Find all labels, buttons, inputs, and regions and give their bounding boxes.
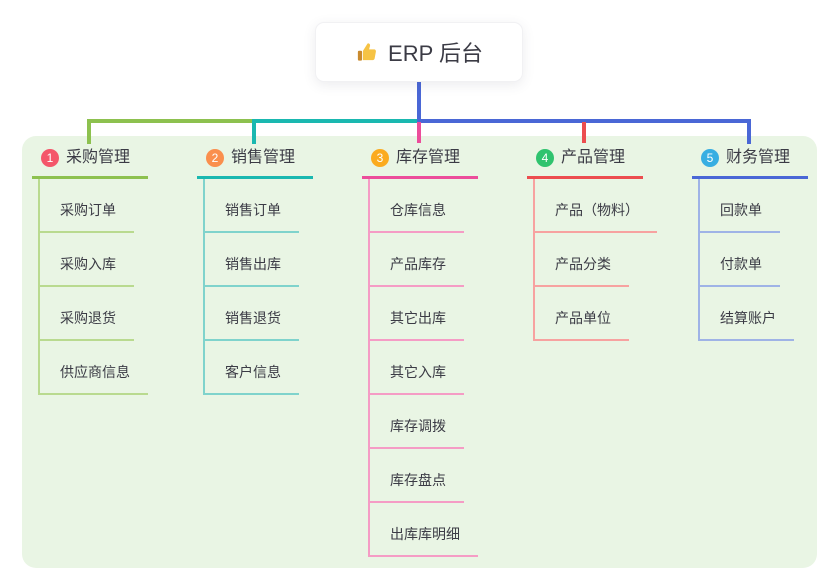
branch-number-badge: 4 xyxy=(536,149,554,167)
connector-drop-finance xyxy=(747,119,751,144)
connector-drop-sales xyxy=(252,119,256,144)
child-node[interactable]: 采购退货 xyxy=(40,287,148,341)
child-node[interactable]: 销售出库 xyxy=(205,233,313,287)
child-node[interactable]: 产品库存 xyxy=(370,233,478,287)
branch-purchase-children: 采购订单 采购入库 采购退货 供应商信息 xyxy=(38,179,148,395)
child-node[interactable]: 采购订单 xyxy=(40,179,148,233)
child-node-label: 产品（物料） xyxy=(535,200,657,233)
branch-finance-children: 回款单 付款单 结算账户 xyxy=(698,179,808,341)
connector-drop-purchase xyxy=(87,119,91,144)
branch-purchase-header[interactable]: 1 采购管理 xyxy=(32,147,148,179)
child-node-label: 产品单位 xyxy=(535,308,629,341)
branches-panel xyxy=(22,136,817,568)
child-node[interactable]: 产品分类 xyxy=(535,233,643,287)
branch-finance-header[interactable]: 5 财务管理 xyxy=(692,147,808,179)
child-node[interactable]: 其它入库 xyxy=(370,341,478,395)
child-node-label: 销售订单 xyxy=(205,200,299,233)
child-node-label: 采购订单 xyxy=(40,200,134,233)
root-node[interactable]: ERP 后台 xyxy=(315,22,523,82)
branch-label: 采购管理 xyxy=(66,149,131,166)
branch-number-badge: 1 xyxy=(41,149,59,167)
branch-label: 产品管理 xyxy=(561,149,626,166)
child-node-label: 库存盘点 xyxy=(370,470,464,503)
child-node-label: 库存调拨 xyxy=(370,416,464,449)
child-node-label: 其它出库 xyxy=(370,308,464,341)
child-node-label: 产品分类 xyxy=(535,254,629,287)
child-node-label: 出库库明细 xyxy=(370,524,478,557)
connector-bus-green xyxy=(87,119,252,123)
child-node[interactable]: 库存调拨 xyxy=(370,395,478,449)
child-node-label: 销售退货 xyxy=(205,308,299,341)
branch-label: 财务管理 xyxy=(726,149,791,166)
branch-inventory-children: 仓库信息 产品库存 其它出库 其它入库 库存调拨 库存盘点 出库库明细 xyxy=(368,179,478,557)
branch-product-children: 产品（物料） 产品分类 产品单位 xyxy=(533,179,657,341)
child-node-label: 供应商信息 xyxy=(40,362,148,395)
child-node-label: 结算账户 xyxy=(700,308,794,341)
branch-product-header[interactable]: 4 产品管理 xyxy=(527,147,643,179)
child-node-label: 销售出库 xyxy=(205,254,299,287)
child-node[interactable]: 采购入库 xyxy=(40,233,148,287)
child-node-label: 仓库信息 xyxy=(370,200,464,233)
child-node[interactable]: 付款单 xyxy=(700,233,808,287)
child-node[interactable]: 结算账户 xyxy=(700,287,808,341)
branch-number-badge: 3 xyxy=(371,149,389,167)
root-node-label: ERP 后台 xyxy=(388,41,483,66)
child-node-label: 采购入库 xyxy=(40,254,134,287)
child-node[interactable]: 销售退货 xyxy=(205,287,313,341)
child-node[interactable]: 销售订单 xyxy=(205,179,313,233)
branch-finance: 5 财务管理 回款单 付款单 结算账户 xyxy=(692,147,808,341)
child-node-label: 客户信息 xyxy=(205,362,299,395)
connector-drop-inventory xyxy=(417,122,421,143)
branch-label: 库存管理 xyxy=(396,149,461,166)
child-node-label: 付款单 xyxy=(700,254,780,287)
child-node[interactable]: 库存盘点 xyxy=(370,449,478,503)
branch-sales: 2 销售管理 销售订单 销售出库 销售退货 客户信息 xyxy=(197,147,313,395)
child-node[interactable]: 出库库明细 xyxy=(370,503,478,557)
branch-label: 销售管理 xyxy=(231,149,296,166)
child-node-label: 回款单 xyxy=(700,200,780,233)
child-node[interactable]: 其它出库 xyxy=(370,287,478,341)
child-node-label: 其它入库 xyxy=(370,362,464,395)
connector-root-vertical xyxy=(417,81,421,119)
child-node-label: 产品库存 xyxy=(370,254,464,287)
connector-bus-teal xyxy=(252,119,417,123)
connector-drop-product xyxy=(582,122,586,143)
branch-purchase: 1 采购管理 采购订单 采购入库 采购退货 供应商信息 xyxy=(32,147,148,395)
child-node[interactable]: 供应商信息 xyxy=(40,341,148,395)
child-node[interactable]: 产品（物料） xyxy=(535,179,657,233)
branch-number-badge: 5 xyxy=(701,149,719,167)
branch-product: 4 产品管理 产品（物料） 产品分类 产品单位 xyxy=(527,147,657,341)
branch-sales-header[interactable]: 2 销售管理 xyxy=(197,147,313,179)
child-node[interactable]: 产品单位 xyxy=(535,287,643,341)
branch-sales-children: 销售订单 销售出库 销售退货 客户信息 xyxy=(203,179,313,395)
branch-inventory: 3 库存管理 仓库信息 产品库存 其它出库 其它入库 库存调拨 库存盘点 出库库… xyxy=(362,147,478,557)
branch-inventory-header[interactable]: 3 库存管理 xyxy=(362,147,478,179)
child-node[interactable]: 客户信息 xyxy=(205,341,313,395)
child-node-label: 采购退货 xyxy=(40,308,134,341)
child-node[interactable]: 仓库信息 xyxy=(370,179,478,233)
connector-bus-blue xyxy=(417,119,751,123)
branch-number-badge: 2 xyxy=(206,149,224,167)
child-node[interactable]: 回款单 xyxy=(700,179,808,233)
thumbs-up-icon xyxy=(355,41,378,64)
